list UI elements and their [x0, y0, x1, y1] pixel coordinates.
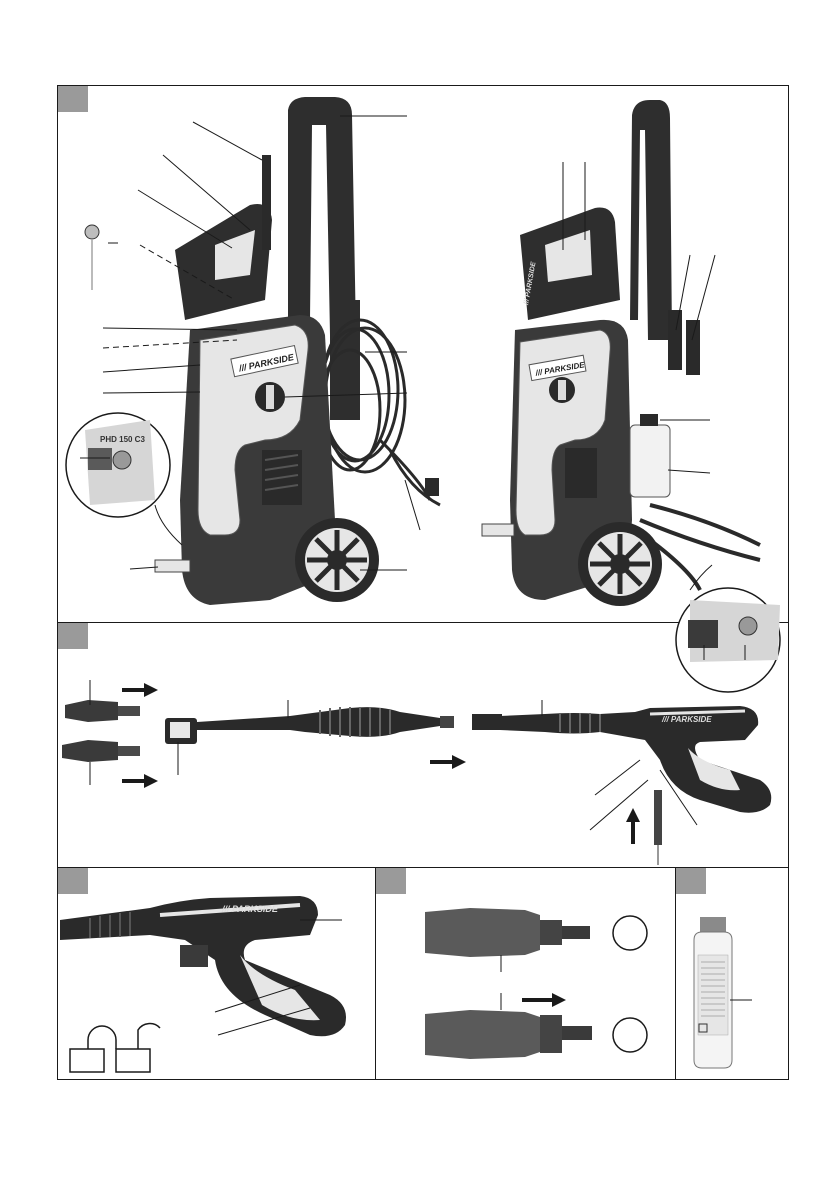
detergent-bottle-illustration — [0, 0, 839, 1191]
